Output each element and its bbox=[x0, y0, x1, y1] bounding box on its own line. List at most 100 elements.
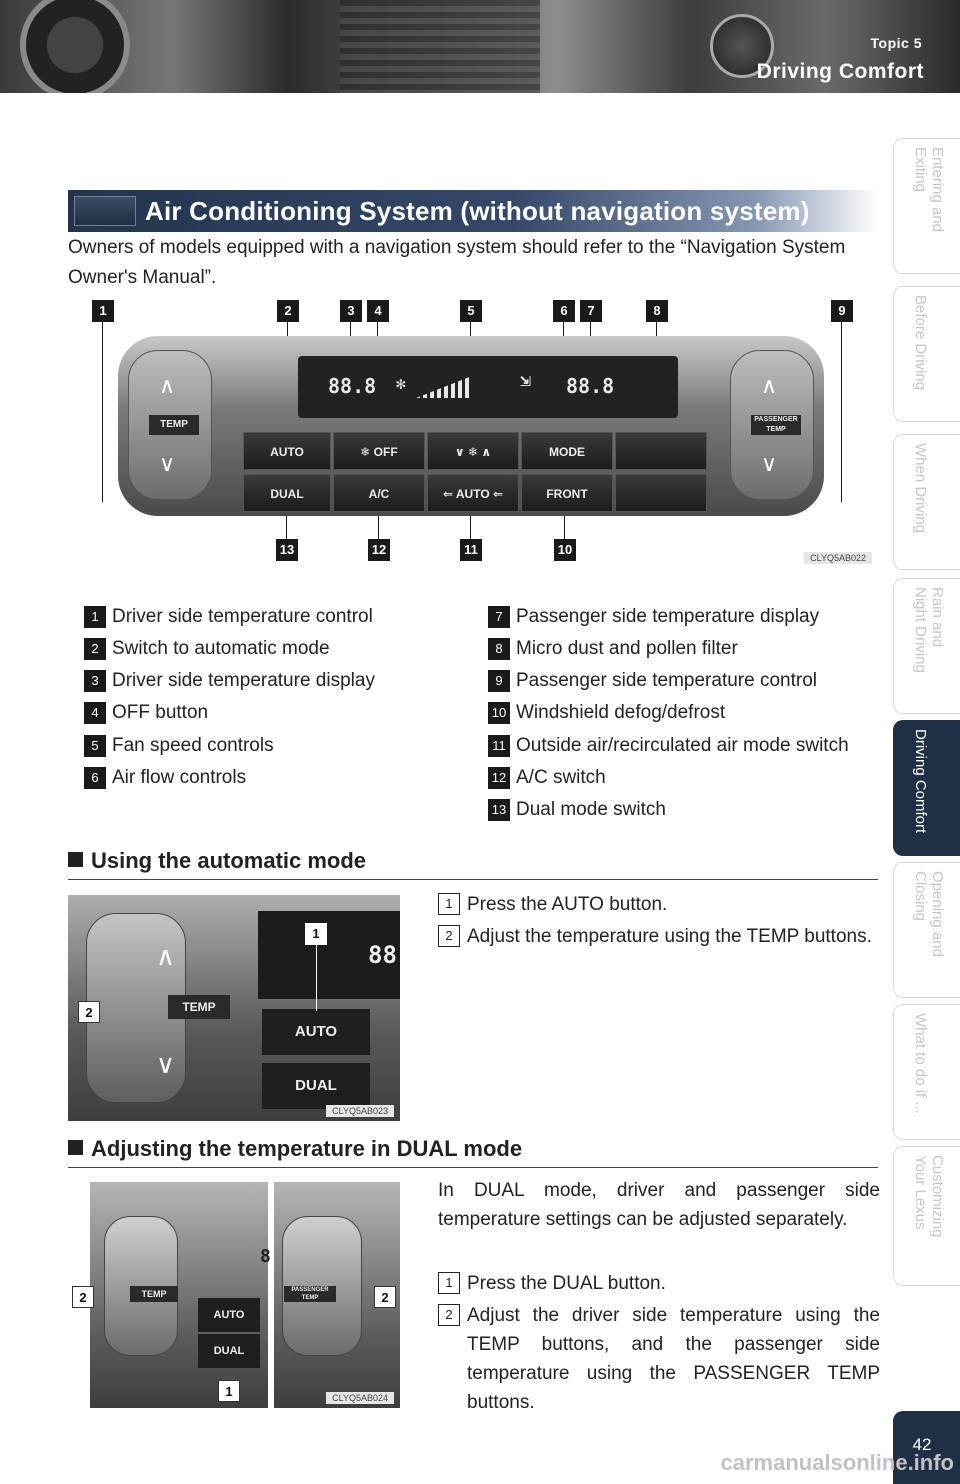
callout-6: 6 bbox=[553, 300, 575, 322]
callout-5: 5 bbox=[460, 300, 482, 322]
bullet-square-icon bbox=[68, 1140, 83, 1155]
dual-mode-intro: In DUAL mode, driver and passenger side … bbox=[438, 1180, 880, 1230]
ac-button[interactable]: A/C bbox=[333, 474, 425, 512]
leader-line bbox=[102, 322, 103, 502]
image-code: CLYQ5AB022 bbox=[804, 552, 872, 564]
section-thumbnail bbox=[74, 196, 136, 226]
air-mode-button[interactable]: ⇐ AUTO ⇐ bbox=[427, 474, 519, 512]
passenger-temp-button-label: PASSENGER TEMP bbox=[751, 415, 801, 435]
image-code: CLYQ5AB023 bbox=[326, 1105, 394, 1117]
callout-12: 12 bbox=[368, 539, 390, 561]
callout-13: 13 bbox=[276, 539, 298, 561]
callout-3: 3 bbox=[340, 300, 362, 322]
topic-label: Topic 5 bbox=[870, 35, 922, 51]
dual-button[interactable]: DUAL bbox=[243, 474, 331, 512]
gauge-graphic bbox=[20, 0, 130, 93]
callout-2: 2 bbox=[374, 1286, 396, 1308]
display-value: 88 bbox=[368, 941, 397, 969]
temp-button-label: TEMP bbox=[149, 415, 199, 435]
driver-temp-control[interactable]: ∧ TEMP ∨ bbox=[128, 350, 212, 500]
callout-9: 9 bbox=[831, 300, 853, 322]
tab-what-to-do[interactable]: What to do if ... bbox=[893, 1004, 960, 1140]
tab-opening-closing[interactable]: Opening and Closing bbox=[893, 862, 960, 998]
section-header: Air Conditioning System (without navigat… bbox=[68, 190, 878, 232]
tab-before-driving[interactable]: Before Driving bbox=[893, 286, 960, 422]
fan-speed-button[interactable]: ∨ ❄ ∧ bbox=[427, 432, 519, 470]
section-intro: Owners of models equipped with a navigat… bbox=[68, 237, 846, 288]
callout-2: 2 bbox=[78, 1001, 100, 1023]
chevron-up-icon[interactable]: ∧ bbox=[761, 373, 778, 398]
off-button[interactable]: ❄ OFF bbox=[333, 432, 425, 470]
front-defrost-button[interactable]: FRONT bbox=[521, 474, 613, 512]
leader-line bbox=[378, 494, 379, 539]
leader-line bbox=[470, 494, 471, 539]
tab-when-driving[interactable]: When Driving bbox=[893, 434, 960, 570]
callout-1: 1 bbox=[305, 923, 327, 945]
dual-mode-heading: Adjusting the temperature in DUAL mode bbox=[68, 1136, 878, 1168]
climate-panel: ∧ TEMP ∨ ∧ PASSENGER TEMP ∨ 88.8 ✻ ⇲ 88.… bbox=[118, 336, 824, 516]
chevron-down-icon[interactable]: ∨ bbox=[159, 451, 176, 476]
fan-icon: ✻ bbox=[396, 374, 406, 393]
tab-driving-comfort[interactable]: Driving Comfort bbox=[893, 720, 960, 856]
callout-1: 1 bbox=[218, 1380, 240, 1402]
callout-2: 2 bbox=[72, 1286, 94, 1308]
callout-8: 8 bbox=[646, 300, 668, 322]
tab-entering-exiting[interactable]: Entering and Exiting bbox=[893, 138, 960, 274]
leader-line bbox=[286, 494, 287, 539]
image-code: CLYQ5AB024 bbox=[326, 1392, 394, 1404]
driver-temp-display: 88.8 bbox=[328, 374, 377, 398]
fan-speed-bars bbox=[416, 376, 472, 398]
chevron-up-icon[interactable]: ∧ bbox=[159, 373, 176, 398]
leader-line bbox=[564, 494, 565, 539]
filter-button[interactable] bbox=[615, 432, 707, 470]
auto-button-graphic: AUTO bbox=[262, 1009, 370, 1055]
temp-label: TEMP bbox=[130, 1286, 178, 1302]
leader-line bbox=[841, 322, 842, 502]
auto-mode-photo: ∧ TEMP ∨ 88 AUTO DUAL 1 2 CLYQ5AB023 bbox=[68, 895, 400, 1121]
tab-customizing[interactable]: Customizing Your Lexus bbox=[893, 1146, 960, 1286]
chevron-up-icon: ∧ bbox=[156, 941, 176, 971]
auto-button[interactable]: AUTO bbox=[243, 432, 331, 470]
rear-defrost-button[interactable] bbox=[615, 474, 707, 512]
topic-title: Driving Comfort bbox=[756, 60, 924, 83]
dual-button-graphic: DUAL bbox=[198, 1334, 260, 1368]
leader-line bbox=[316, 945, 317, 1011]
callout-10: 10 bbox=[554, 539, 576, 561]
callout-2: 2 bbox=[277, 300, 299, 322]
airflow-icon: ⇲ bbox=[520, 370, 531, 391]
temp-label: TEMP bbox=[168, 995, 230, 1019]
passenger-temp-control[interactable]: ∧ PASSENGER TEMP ∨ bbox=[730, 350, 814, 500]
dual-mode-photo: TEMP 8 AUTO DUAL PASSENGER TEMP 2 2 1 CL… bbox=[68, 1182, 400, 1408]
steering-emblem-graphic bbox=[710, 14, 774, 78]
chevron-down-icon[interactable]: ∨ bbox=[761, 451, 778, 476]
mode-button[interactable]: MODE bbox=[521, 432, 613, 470]
chevron-down-icon: ∨ bbox=[156, 1049, 176, 1079]
auto-mode-heading: Using the automatic mode bbox=[68, 848, 878, 880]
display-value: 8 bbox=[260, 1246, 271, 1267]
control-panel-image: 1 2 3 4 5 6 7 8 9 13 12 11 10 ∧ TEMP ∨ ∧… bbox=[68, 294, 878, 568]
display-graphic: 88 bbox=[258, 911, 400, 999]
auto-button-graphic: AUTO bbox=[198, 1298, 260, 1332]
climate-display: 88.8 ✻ ⇲ 88.8 bbox=[298, 356, 678, 418]
section-title: Air Conditioning System (without navigat… bbox=[145, 196, 810, 226]
callout-11: 11 bbox=[460, 539, 482, 561]
tab-rain-night-driving[interactable]: Rain and Night Driving bbox=[893, 578, 960, 714]
dual-button-graphic: DUAL bbox=[262, 1063, 370, 1109]
